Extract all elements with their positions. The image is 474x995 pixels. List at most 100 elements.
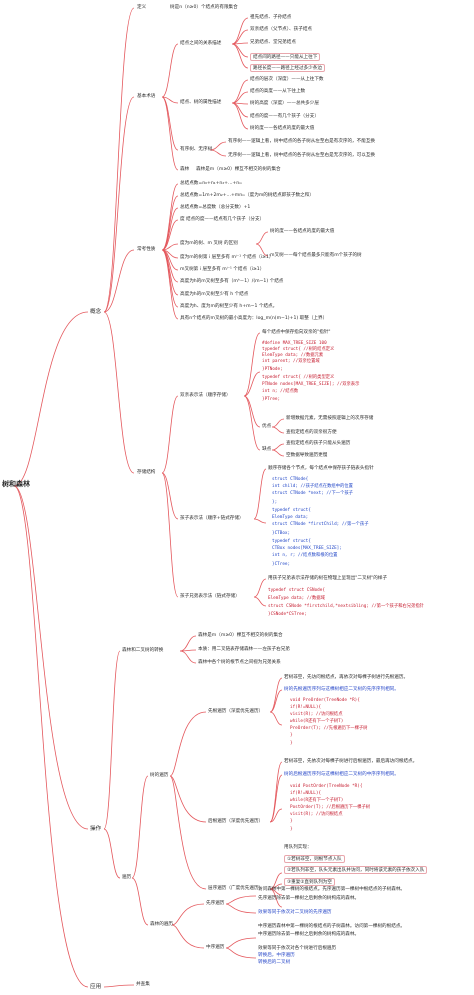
child-code-line: typedef struct{ xyxy=(272,539,311,544)
forest-preorder-item: 访问森林中第一棵树的根结点。先序遍历第一棵树中根结点的子树森林。 xyxy=(258,887,406,892)
levelorder-desc: ③重复②直到队列为空 xyxy=(284,878,335,887)
forest-preorder-label[interactable]: 先序遍历 xyxy=(206,901,225,906)
prop-item: 总结点数=总度数（总分支数）+1 xyxy=(180,205,251,210)
relation-item: 路径长度——路径上经过多少条边 xyxy=(250,64,325,73)
ordered-item: 无序树——逻辑上看，树中结点的各子树从左至右是无次序的，可以互换 xyxy=(228,153,376,158)
preorder-code-line: void PreOrder(TreeNode *R){ xyxy=(290,698,360,703)
prop-item: 具有n个结点的m叉树的最小高度为：log_m(n(m−1)+1) 取整（上界） xyxy=(180,316,328,321)
section-concept[interactable]: 概念 xyxy=(90,309,102,315)
child-code-line: struct CTNode *firstChild; //第一个孩子 xyxy=(272,522,369,527)
traverse-label[interactable]: 遍历 xyxy=(122,875,132,880)
sibling-code-line: struct CSNode *firstchild,*nextsibling; … xyxy=(268,604,424,609)
forest-inorder-item: 转换后的二叉树 xyxy=(258,960,291,965)
tree-traverse-label[interactable]: 树的遍历 xyxy=(150,773,169,778)
parent-code-line: int n; //结点数 xyxy=(262,389,299,394)
ordered-item: 有序树——逻辑上看，树中结点的各子树从左至右是有次序的，不能互换 xyxy=(228,139,376,144)
definition-label[interactable]: 定义 xyxy=(137,5,147,10)
levelorder-label[interactable]: 层序遍历（广度优先遍历） xyxy=(208,886,264,891)
postorder-code-line: if(R!=NULL){ xyxy=(290,791,322,796)
child-code-line: CTBox nodes[MAX_TREE_SIZE]; xyxy=(272,546,342,551)
dis-item: 空数据导致遍历更慢 xyxy=(286,453,328,458)
child-rep-label[interactable]: 孩子表示法（顺序+链式存储） xyxy=(180,516,244,521)
attrs-label[interactable]: 结点、树的属性描述 xyxy=(180,100,222,105)
child-rep-intro: 顺序存储各个节点，每个结点中保存孩子链表头指针 xyxy=(268,466,374,471)
application-item[interactable]: 并查集 xyxy=(136,982,150,987)
properties-label[interactable]: 常考性质 xyxy=(137,247,156,252)
forest-inorder-item: 效果等同于依次对各个树进行后根遍历 xyxy=(258,946,337,951)
attr-item: 结点的度——有几个孩子（分支） xyxy=(250,114,319,119)
dis-label[interactable]: 缺点 xyxy=(262,447,272,452)
forest-preorder-item: 效果等同于依次对二叉树的先序遍历 xyxy=(258,910,332,915)
relations-label[interactable]: 结点之间的关系描述 xyxy=(180,41,222,46)
sibling-code-line: }CSNode*CSTree; xyxy=(268,612,307,617)
prop-item: 树的度——各结点的度的最大值 xyxy=(270,229,335,234)
preorder-code-line: visit(R); //访问根结点 xyxy=(290,712,343,717)
levelorder-desc: ②若队列非空，队头元素出队并访问，同时将该元素的孩子依次入队 xyxy=(284,866,428,875)
prop-item: 度为m的树第 i 层至多有 mⁱ⁻¹ 个结点（i≥1） xyxy=(180,255,274,260)
relation-item: 祖先结点、子孙结点 xyxy=(250,15,292,20)
relation-item: 兄弟结点、堂兄弟结点 xyxy=(250,40,296,45)
forest-inorder-item: 转换后，中序遍历 xyxy=(258,953,295,958)
ordered-label[interactable]: 有序树、无序树 xyxy=(180,147,213,152)
levelorder-desc: 用队列实现： xyxy=(284,845,312,850)
postorder-code-line: visit(R); //访问根结点 xyxy=(290,812,343,817)
dis-item: 查指定结点的孩子只能从头遍历 xyxy=(286,441,351,446)
sibling-code-line: ElemType data; //数据域 xyxy=(268,596,325,601)
basic-terms-label[interactable]: 基本术语 xyxy=(137,94,156,99)
postorder-code-line: void PostOrder(TreeNode *R){ xyxy=(290,784,363,789)
prop-item: 总结点数=1m+2m₂+...+mnₘ（度为m的树结点即孩子数之和） xyxy=(180,193,314,198)
adv-item: 新增数据元素，无需按照逻辑上的次序存储 xyxy=(286,416,374,421)
parent-rep-label[interactable]: 双亲表示法（顺序存储） xyxy=(180,393,231,398)
prop-item: 高度为h、度为m的树至少有 h+m−1 个结点。 xyxy=(180,304,278,309)
attr-item: 树的高度（深度）——总共多少层 xyxy=(250,101,319,106)
adv-label[interactable]: 优点 xyxy=(262,424,272,429)
forest-inorder-label[interactable]: 中序遍历 xyxy=(206,945,225,950)
preorder-code-line: } xyxy=(290,741,293,746)
levelorder-desc: ①若树非空，则根节点入队 xyxy=(284,855,345,864)
section-application[interactable]: 应用 xyxy=(90,984,102,990)
child-code-line: }CTBox; xyxy=(272,531,291,536)
sibling-code-line: typedef struct CSNode{ xyxy=(268,588,325,593)
child-code-line: struct CTNode{ xyxy=(272,477,309,482)
forest-text: 森林是m（m≥0）棵互不相交的树的集合 xyxy=(196,167,281,172)
convert-item: 森林是m（m≥0）棵互不相交的树的集合 xyxy=(198,633,283,638)
postorder-code-line: PostOrder(T); //后根遍历下一棵子树 xyxy=(290,805,371,810)
preorder-code-line: if(R!=NULL){ xyxy=(290,705,322,710)
convert-label[interactable]: 森林和二叉树的转换 xyxy=(122,648,164,653)
parent-code-line: typedef struct{ //树的类型定义 xyxy=(262,375,335,380)
postorder-label[interactable]: 后根遍历（深度优先遍历） xyxy=(208,819,264,824)
preorder-code-line: while(R还有下一个子树T) xyxy=(290,719,344,724)
sibling-rep-label[interactable]: 孩子兄弟表示法（链式存储） xyxy=(180,594,240,599)
prop-item: 高度为h的m叉树至少有 h 个结点 xyxy=(180,292,249,297)
root-node[interactable]: 树和森林 xyxy=(2,480,30,488)
postorder-desc: 树的后根遍历序列与这棵树相应二叉树的中序序列相同。 xyxy=(284,772,399,777)
preorder-code-line: } xyxy=(290,733,293,738)
parent-code-line: ElemType data; //数据元素 xyxy=(262,353,324,358)
definition-text: 树是n（n≥0）个结点的有限集合 xyxy=(170,5,238,10)
deg-diff-label[interactable]: 度为m的树、m 叉树 的区别 xyxy=(180,241,238,246)
section-operation[interactable]: 操作 xyxy=(90,826,102,832)
parent-code-line: }PTree; xyxy=(262,397,281,402)
parent-code-line: #define MAX_TREE_SIZE 100 xyxy=(262,341,327,346)
prop-item: m叉树——每个结点最多只能有m个孩子的树 xyxy=(270,253,362,258)
postorder-code-line: while(R还有下一个子树T) xyxy=(290,798,344,803)
preorder-desc: 若树非空，先访问根结点，再依次对每棵子树进行先根遍历。 xyxy=(284,675,409,680)
child-code-line: int child; //孩子结点在数组中的位置 xyxy=(272,484,353,489)
postorder-code-line: } xyxy=(290,819,293,824)
preorder-label[interactable]: 先根遍历（深度优先遍历） xyxy=(208,709,264,714)
postorder-desc: 若树非空，先依次对每棵子树进行后根遍历，最后再访问根结点。 xyxy=(284,759,418,764)
parent-code-line: typedef struct{ //树的结点定义 xyxy=(262,347,335,352)
prop-item: 总结点数=n₀+n₁+n₂+...+nₘ xyxy=(180,181,243,186)
forest-inorder-item: 中序遍历除去第一棵树之后剩余的树构成的森林。 xyxy=(258,932,360,937)
forest-traverse-label[interactable]: 森林的遍历 xyxy=(150,922,173,927)
storage-label[interactable]: 存储结构 xyxy=(137,470,156,475)
attr-item: 结点的高度——从下往上数 xyxy=(250,89,306,94)
forest-label[interactable]: 森林 xyxy=(180,167,190,172)
relation-item: 双亲结点（父节点）、孩子结点 xyxy=(250,27,313,32)
preorder-code-line: PreOrder(T); //先根遍历下一棵子树 xyxy=(290,726,368,731)
convert-item: 本质：用二叉链表存储森林——左孩子右兄弟 xyxy=(198,647,290,652)
parent-code-line: int parent; //双亲位置域 xyxy=(262,359,320,364)
child-code-line: typedef struct{ xyxy=(272,508,311,513)
attr-item: 树的度——各结点的度的最大值 xyxy=(250,126,315,131)
